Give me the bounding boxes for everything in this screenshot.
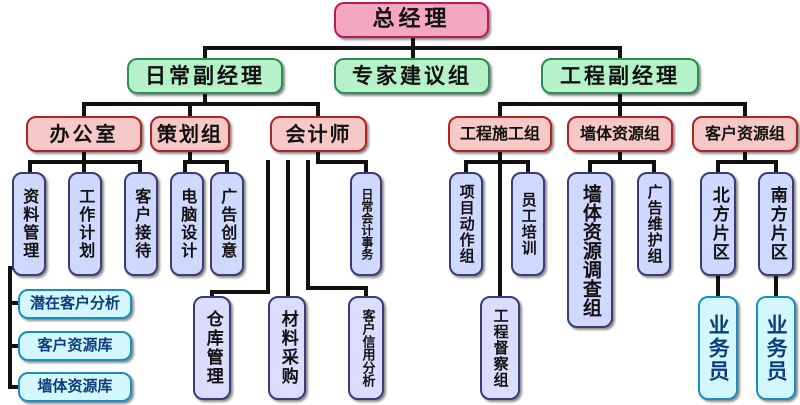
node-potential-customer-analysis: 潜在客户分析	[18, 289, 132, 319]
node-ad-creative: 广告创意	[210, 172, 244, 276]
node-engineering-supervision: 工程督察组	[480, 296, 520, 400]
node-accountant: 会计师	[270, 116, 367, 152]
node-staff-training: 员工培训	[511, 172, 545, 276]
node-wall-resource-survey: 墙体资源调查组	[567, 172, 613, 328]
node-ceo: 总经理	[334, 2, 489, 38]
node-project-promotion: 项目动作组	[449, 172, 483, 276]
node-customer-credit-analysis: 客户信用分析	[348, 296, 384, 400]
node-ad-maintenance: 广告维护组	[637, 172, 671, 276]
node-customer-reception: 客户接待	[124, 172, 158, 276]
node-wall-database: 墙体资源库	[18, 372, 132, 402]
node-deputy-engineering: 工程副经理	[541, 58, 699, 94]
node-material-purchase: 材料采购	[268, 296, 306, 400]
node-office: 办公室	[26, 116, 142, 152]
node-wall-resource-group: 墙体资源组	[567, 116, 673, 152]
node-expert-group: 专家建议组	[334, 58, 490, 94]
node-daily-accounting: 日常会计事务	[350, 172, 382, 276]
node-north-district: 北方片区	[700, 172, 736, 276]
node-work-plan: 工作计划	[68, 172, 102, 276]
node-south-district: 南方片区	[758, 172, 794, 276]
node-sales-north: 业务员	[698, 296, 738, 400]
node-deputy-daily: 日常副经理	[127, 58, 283, 94]
node-customer-resource-group: 客户资源组	[692, 116, 798, 152]
node-sales-south: 业务员	[756, 296, 796, 400]
node-data-management: 资料管理	[12, 172, 46, 276]
node-planning: 策划组	[150, 116, 230, 152]
node-construction-group: 工程施工组	[448, 116, 552, 152]
node-warehouse-management: 仓库管理	[193, 296, 231, 400]
node-computer-design: 电脑设计	[170, 172, 204, 276]
node-customer-database: 客户资源库	[18, 331, 132, 361]
